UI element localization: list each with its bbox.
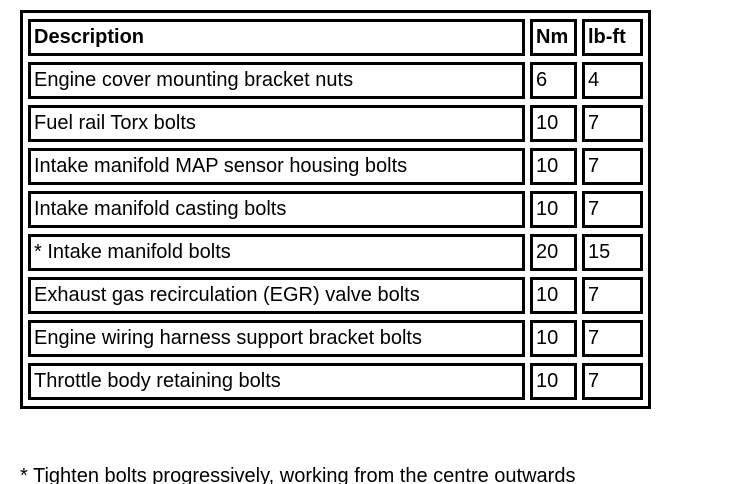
cell-lbft: 7 [582, 277, 643, 314]
column-header-lbft: lb-ft [582, 19, 643, 56]
table-row: Intake manifold MAP sensor housing bolts… [28, 148, 643, 185]
cell-nm: 10 [530, 191, 577, 228]
cell-nm: 10 [530, 148, 577, 185]
cell-lbft: 15 [582, 234, 643, 271]
table-row: Exhaust gas recirculation (EGR) valve bo… [28, 277, 643, 314]
cell-nm: 20 [530, 234, 577, 271]
cell-description: * Intake manifold bolts [28, 234, 525, 271]
cell-description: Engine wiring harness support bracket bo… [28, 320, 525, 357]
table-row: Throttle body retaining bolts 10 7 [28, 363, 643, 400]
column-header-description: Description [28, 19, 525, 56]
table-row: Engine wiring harness support bracket bo… [28, 320, 643, 357]
cell-nm: 10 [530, 277, 577, 314]
table-row: Fuel rail Torx bolts 10 7 [28, 105, 643, 142]
cell-description: Throttle body retaining bolts [28, 363, 525, 400]
footnote: * Tighten bolts progressively, working f… [20, 465, 576, 484]
cell-lbft: 4 [582, 62, 643, 99]
page: { "table": { "columns": ["Description", … [0, 10, 752, 484]
table-header-row: Description Nm lb-ft [28, 19, 643, 56]
cell-nm: 6 [530, 62, 577, 99]
table-row: Intake manifold casting bolts 10 7 [28, 191, 643, 228]
cell-nm: 10 [530, 363, 577, 400]
cell-description: Engine cover mounting bracket nuts [28, 62, 525, 99]
table-row: * Intake manifold bolts 20 15 [28, 234, 643, 271]
cell-lbft: 7 [582, 191, 643, 228]
table-row: Engine cover mounting bracket nuts 6 4 [28, 62, 643, 99]
cell-lbft: 7 [582, 148, 643, 185]
torque-spec-table: Description Nm lb-ft Engine cover mounti… [20, 10, 651, 409]
cell-nm: 10 [530, 320, 577, 357]
cell-description: Intake manifold casting bolts [28, 191, 525, 228]
cell-description: Intake manifold MAP sensor housing bolts [28, 148, 525, 185]
cell-lbft: 7 [582, 363, 643, 400]
table-header: Description Nm lb-ft [28, 19, 643, 56]
cell-lbft: 7 [582, 105, 643, 142]
cell-nm: 10 [530, 105, 577, 142]
torque-table-body: Engine cover mounting bracket nuts 6 4 F… [28, 62, 643, 400]
column-header-nm: Nm [530, 19, 577, 56]
cell-lbft: 7 [582, 320, 643, 357]
cell-description: Exhaust gas recirculation (EGR) valve bo… [28, 277, 525, 314]
cell-description: Fuel rail Torx bolts [28, 105, 525, 142]
